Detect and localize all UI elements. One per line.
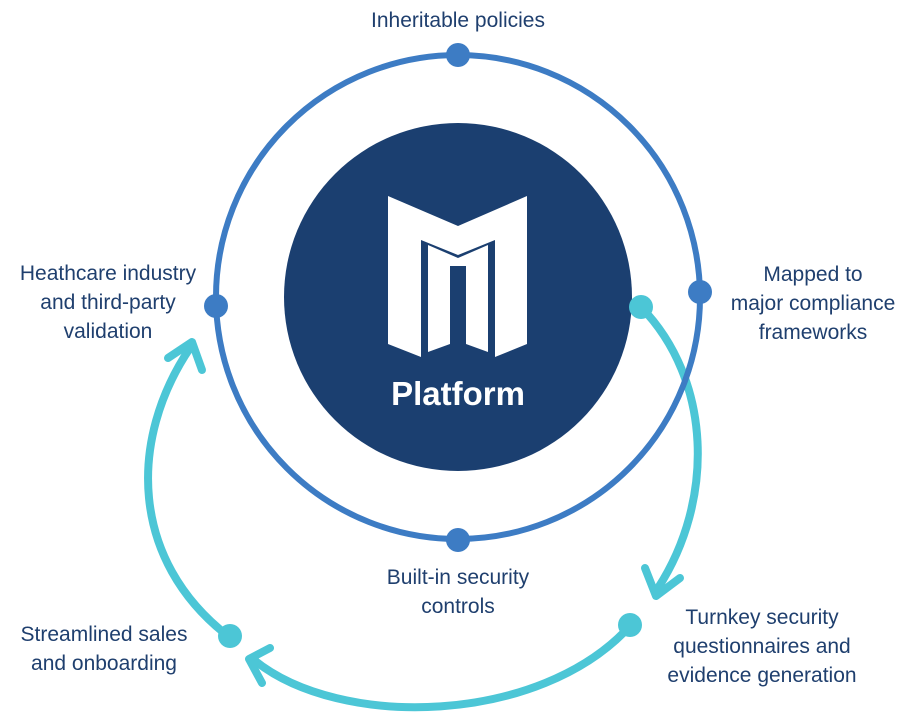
node-built-in-security: [446, 528, 470, 552]
label-line: Mapped to: [763, 263, 863, 286]
label-line: frameworks: [758, 321, 868, 344]
label-line: evidence generation: [667, 664, 857, 687]
label-line: Streamlined sales: [20, 623, 188, 646]
node-streamlined: [218, 624, 242, 648]
label-line: Heathcare industry: [19, 262, 197, 285]
label-line: major compliance: [730, 292, 896, 315]
label-healthcare-validation: Heathcare industry and third-party valid…: [0, 259, 216, 346]
label-mapped-compliance: Mapped to major compliance frameworks: [718, 260, 908, 347]
node-inheritable-policies: [446, 43, 470, 67]
cycle-arrows: [144, 303, 702, 712]
label-line: validation: [63, 320, 153, 343]
label-line: and third-party: [40, 291, 176, 314]
label-line: questionnaires and: [673, 635, 851, 658]
label-inheritable-policies: Inheritable policies: [318, 6, 598, 35]
label-turnkey-questionnaires: Turnkey security questionnaires and evid…: [650, 603, 874, 690]
label-line: Built-in security: [386, 566, 530, 589]
cycle-arc-right: [637, 303, 702, 592]
m-logo-icon: [388, 196, 527, 357]
cycle-arc-left: [144, 344, 232, 640]
arrowhead-bottom: [245, 644, 274, 687]
node-healthcare-validation: [204, 294, 228, 318]
arrowhead-left: [164, 338, 206, 374]
label-built-in-security: Built-in security controls: [338, 563, 578, 621]
platform-circle: [284, 123, 632, 471]
platform-title: Platform: [391, 375, 525, 412]
arrowhead-right: [641, 564, 684, 600]
label-streamlined-sales: Streamlined sales and onboarding: [4, 620, 204, 678]
cycle-arc-bottom: [250, 622, 634, 712]
node-turnkey: [618, 613, 642, 637]
label-line: controls: [421, 595, 495, 618]
node-cycle-start: [629, 295, 653, 319]
label-line: Inheritable policies: [371, 9, 545, 32]
label-line: Turnkey security: [685, 606, 839, 629]
label-line: and onboarding: [31, 652, 177, 675]
node-mapped-compliance: [688, 280, 712, 304]
